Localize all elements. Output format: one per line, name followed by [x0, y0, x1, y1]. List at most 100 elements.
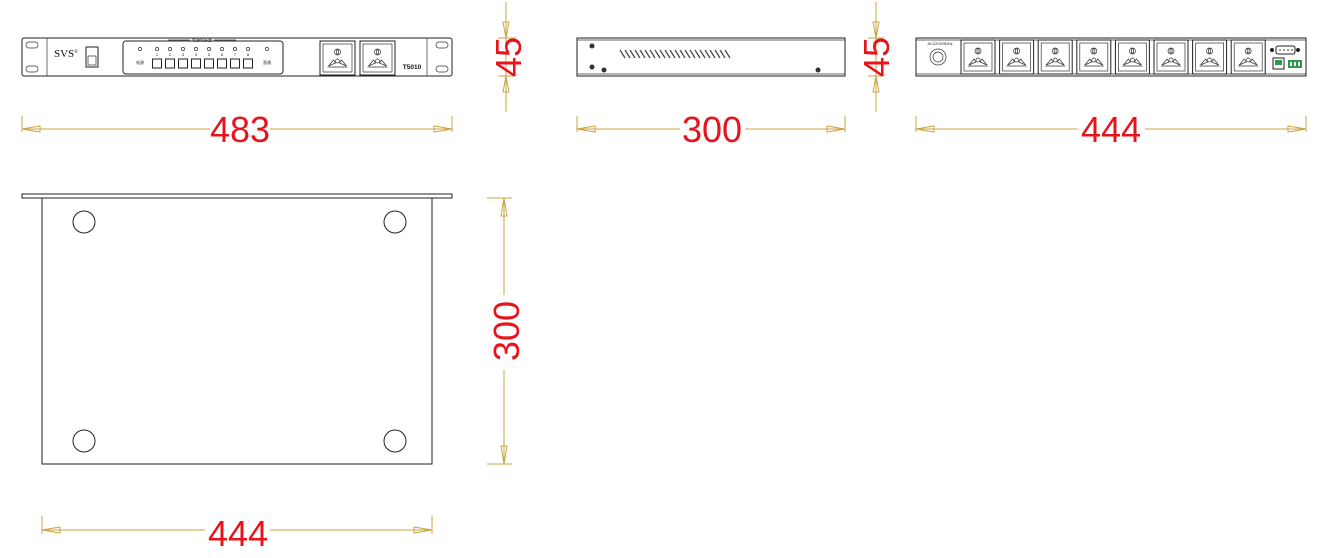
vent-slot: [714, 49, 721, 59]
channel-led: [155, 47, 159, 51]
power-label: 电源: [136, 59, 144, 65]
channel-number: 4: [195, 52, 198, 57]
side-view: [576, 37, 846, 77]
channel-led: [194, 47, 198, 51]
vent-slot: [694, 49, 701, 59]
vent-slot: [639, 49, 646, 59]
power-switch[interactable]: [85, 46, 99, 68]
channel-button[interactable]: [204, 58, 214, 69]
vent-slot: [619, 49, 626, 59]
foot-hole: [72, 429, 96, 453]
front-width-dimension: 483: [21, 109, 453, 150]
vent-slot: [719, 49, 726, 59]
rack-slot-right-top: [435, 41, 449, 49]
channel-button[interactable]: [152, 58, 162, 69]
vent-slot: [669, 49, 676, 59]
channel-button[interactable]: [230, 58, 240, 69]
channel-button[interactable]: [243, 58, 253, 69]
vent-slot: [674, 49, 681, 59]
foot-hole: [383, 210, 407, 234]
side-vent-slots: [619, 49, 731, 59]
side-screw: [589, 43, 595, 49]
model-label: T5010: [403, 64, 422, 71]
terminal-block: [1288, 60, 1302, 68]
vent-slot: [634, 49, 641, 59]
vent-slot: [724, 49, 731, 59]
rear-socket-2: [999, 39, 1035, 75]
vent-slot: [684, 49, 691, 59]
channel-button[interactable]: [191, 58, 201, 69]
rear-socket-1: [960, 39, 996, 75]
front-socket-1: [319, 40, 356, 76]
vent-slot: [709, 49, 716, 59]
vent-slot: [664, 49, 671, 59]
front-height-dimension: 45: [488, 2, 529, 112]
rear-width-dimension: 444: [915, 109, 1307, 150]
rs232-port: [1270, 45, 1300, 55]
power-inlet: AC220V/50Hz: [927, 41, 953, 66]
rear-width-value: 444: [1081, 109, 1141, 150]
power-led: [138, 47, 142, 51]
vent-slot: [649, 49, 656, 59]
channel-led: [233, 47, 237, 51]
top-width-value: 444: [208, 513, 268, 554]
channel-led: [207, 47, 211, 51]
channel-7: 7: [230, 47, 240, 69]
channel-number: 3: [182, 52, 185, 57]
top-width-dimension: 444: [41, 513, 433, 554]
side-screw: [601, 67, 607, 73]
bypass-led: [265, 47, 269, 51]
rack-slot-right-bottom: [435, 65, 449, 73]
network-port: [1272, 57, 1285, 70]
brand-logo: SVS®: [54, 48, 78, 60]
top-depth-dimension: 300: [486, 197, 527, 465]
rack-slot-left-top: [25, 41, 39, 49]
channel-6: 6: [217, 47, 227, 69]
vent-slot: [644, 49, 651, 59]
channel-number: 6: [221, 52, 224, 57]
channel-button[interactable]: [165, 58, 175, 69]
channel-number: 8: [247, 52, 250, 57]
foot-hole: [72, 210, 96, 234]
channel-5: 5: [204, 47, 214, 69]
vent-slot: [704, 49, 711, 59]
side-height-value: 45: [856, 37, 897, 77]
channel-led: [168, 47, 172, 51]
channel-button[interactable]: [178, 58, 188, 69]
channel-4: 4: [191, 47, 201, 69]
channel-led: [220, 47, 224, 51]
rack-slot-left-bottom: [25, 65, 39, 73]
side-depth-dimension: 300: [576, 109, 846, 150]
foot-hole: [383, 429, 407, 453]
channel-number: 7: [234, 52, 237, 57]
channel-led: [181, 47, 185, 51]
vent-slot: [654, 49, 661, 59]
top-view: [21, 193, 453, 465]
top-depth-value: 300: [486, 301, 527, 361]
channel-2: 2: [165, 47, 175, 69]
top-front-flange: [21, 193, 453, 199]
channel-3: 3: [178, 47, 188, 69]
vent-slot: [679, 49, 686, 59]
channel-number: 1: [156, 52, 159, 57]
rear-socket-5: [1114, 39, 1150, 75]
channel-number: 2: [169, 52, 172, 57]
channel-button[interactable]: [217, 58, 227, 69]
vent-slot: [629, 49, 636, 59]
rear-socket-3: [1037, 39, 1073, 75]
side-depth-value: 300: [682, 109, 742, 150]
rear-socket-4: [1076, 39, 1112, 75]
vent-slot: [624, 49, 631, 59]
rear-socket-8: [1230, 39, 1266, 75]
channel-1: 1: [152, 47, 162, 69]
top-chassis-outline: [41, 197, 433, 465]
vent-slot: [659, 49, 666, 59]
vent-slot: [699, 49, 706, 59]
front-socket-2: [359, 40, 396, 76]
side-screw: [589, 64, 595, 70]
channel-led: [246, 47, 250, 51]
side-screw: [815, 67, 821, 73]
